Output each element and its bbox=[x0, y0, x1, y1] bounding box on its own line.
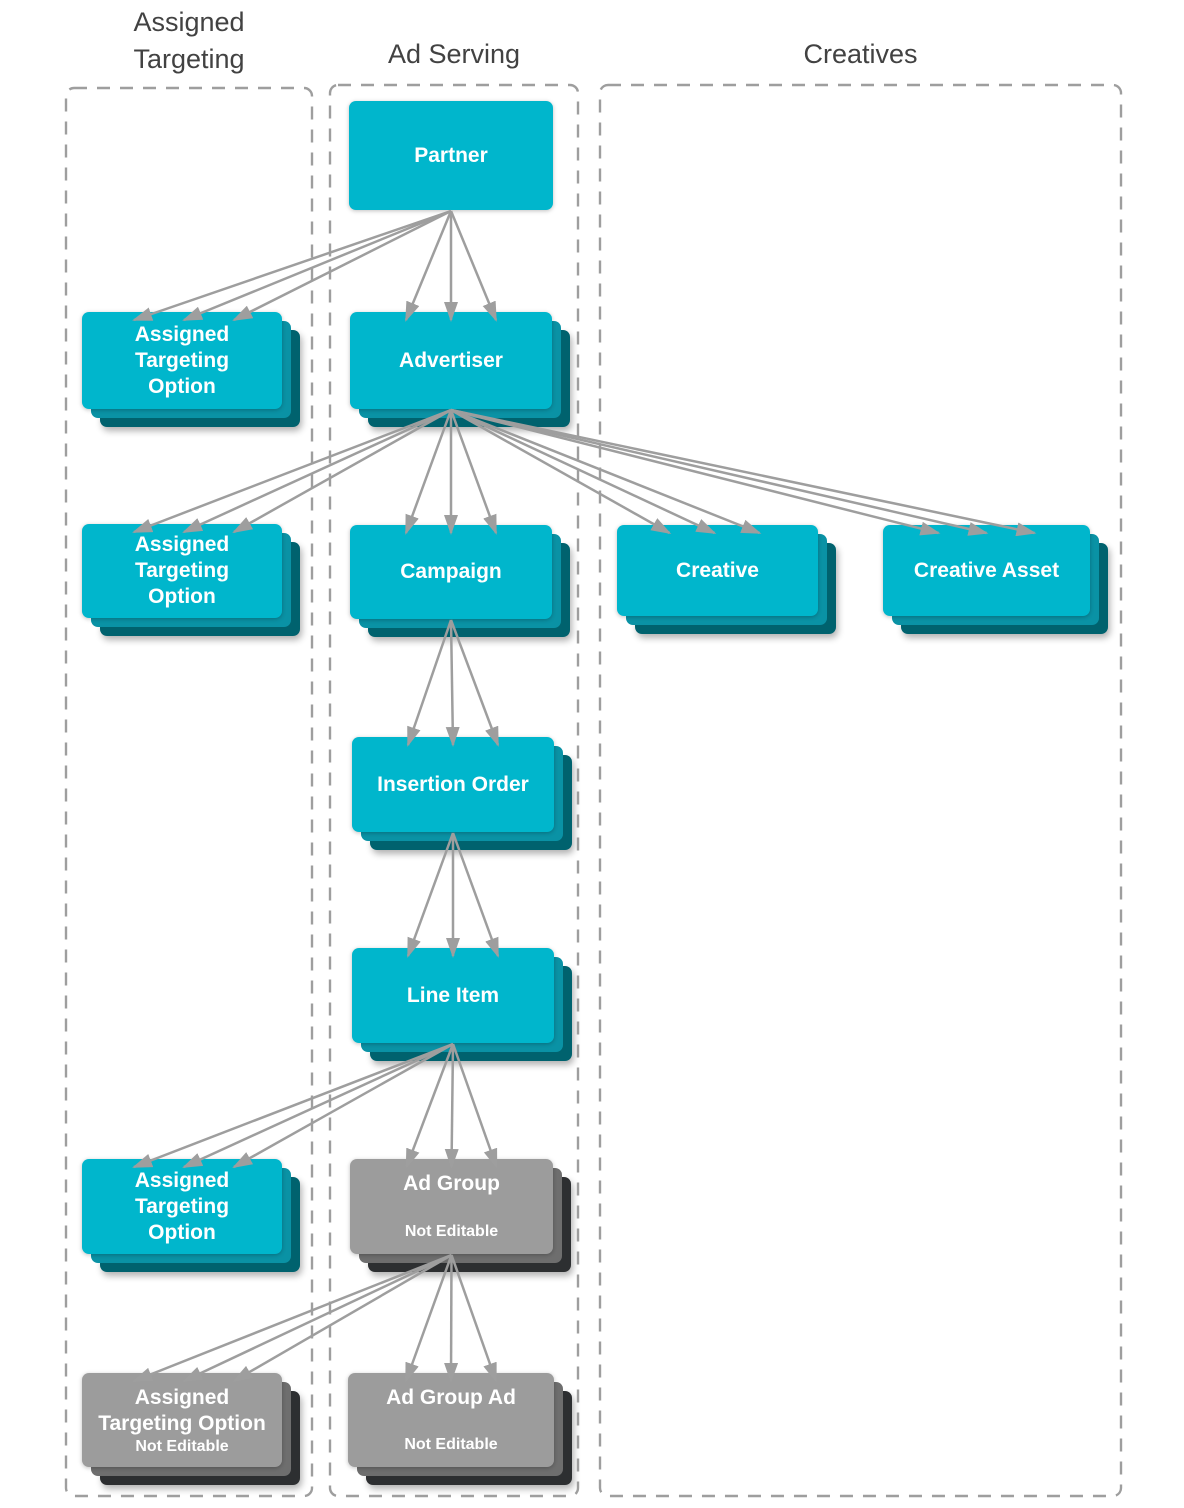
column-header-assigned-targeting: Assigned Targeting bbox=[133, 7, 245, 74]
assigned-targeting-option-1-node: Assigned Targeting Option bbox=[82, 312, 300, 427]
advertiser-label: Advertiser bbox=[399, 348, 503, 372]
line-item-node: Line Item bbox=[352, 948, 572, 1061]
ad-group-ad-label: Ad Group Ad bbox=[386, 1386, 516, 1409]
assigned-targeting-option-2-box: Assigned Targeting Option bbox=[82, 524, 282, 618]
ad-group-sublabel: Not Editable bbox=[404, 1223, 499, 1240]
line-item-label: Line Item bbox=[406, 983, 500, 1007]
column-header-ad-serving: Ad Serving bbox=[387, 39, 521, 69]
assigned-targeting-option-not-editable-sublabel: Not Editable bbox=[135, 1438, 229, 1455]
campaign-node: Campaign bbox=[350, 525, 570, 637]
creative-node: Creative bbox=[617, 525, 836, 634]
insertion-order-label: Insertion Order bbox=[377, 772, 529, 796]
advertiser-box: Advertiser bbox=[350, 312, 552, 409]
assigned-targeting-option-1-box: Assigned Targeting Option bbox=[82, 312, 282, 409]
partner-label: Partner bbox=[414, 143, 488, 167]
ad-group-ad-sublabel: Not Editable bbox=[404, 1436, 498, 1453]
assigned-targeting-option-2-node: Assigned Targeting Option bbox=[82, 524, 300, 636]
advertiser-node: Advertiser bbox=[350, 312, 570, 427]
insertion-order-node: Insertion Order bbox=[352, 737, 572, 850]
assigned-targeting-option-3-label: Assigned Targeting Option bbox=[134, 1168, 230, 1244]
campaign-label: Campaign bbox=[400, 560, 502, 583]
ad-group-ad-node: Ad Group Ad Not Editable bbox=[348, 1373, 572, 1485]
partner-node: Partner bbox=[349, 101, 553, 210]
line-item-box: Line Item bbox=[352, 948, 554, 1043]
campaign-box: Campaign bbox=[350, 525, 552, 619]
assigned-targeting-option-3-box: Assigned Targeting Option bbox=[82, 1159, 282, 1254]
assigned-targeting-option-1-label: Assigned Targeting Option bbox=[134, 322, 230, 398]
assigned-targeting-option-not-editable-label: Assigned Targeting Option bbox=[98, 1386, 266, 1435]
column-header-creatives: Creatives bbox=[803, 39, 918, 69]
creative-box: Creative bbox=[617, 525, 818, 616]
assigned-targeting-option-3-node: Assigned Targeting Option bbox=[82, 1159, 300, 1272]
creative-label: Creative bbox=[676, 558, 759, 582]
partner-box: Partner bbox=[349, 101, 553, 210]
insertion-order-box: Insertion Order bbox=[352, 737, 554, 832]
ad-group-label: Ad Group bbox=[403, 1172, 500, 1195]
creative-asset-label: Creative Asset bbox=[913, 558, 1060, 582]
assigned-targeting-option-2-label: Assigned Targeting Option bbox=[134, 533, 230, 608]
creative-asset-box: Creative Asset bbox=[883, 525, 1090, 616]
creative-asset-node: Creative Asset bbox=[883, 525, 1108, 634]
ad-group-ad-box: Ad Group Ad Not Editable bbox=[348, 1373, 554, 1467]
